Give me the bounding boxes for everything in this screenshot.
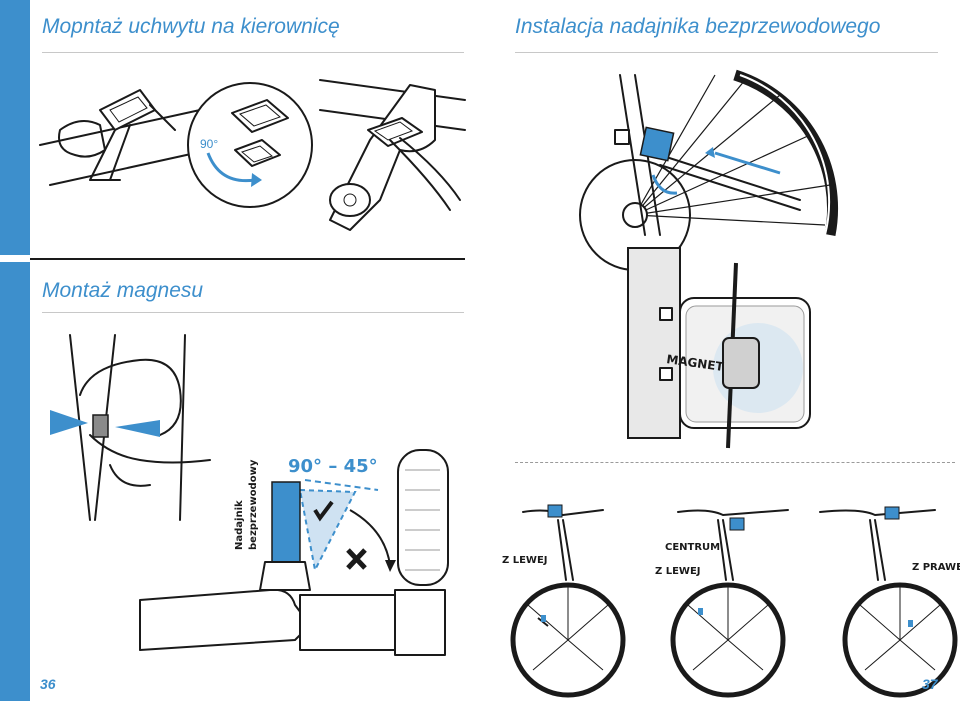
- sidebar-accent-top: [0, 0, 30, 255]
- heading-magnet-mount: Montaż magnesu: [42, 279, 204, 302]
- position-left-label: Z LEWEJ: [502, 555, 548, 566]
- arrow-icon: [115, 420, 160, 437]
- transmitter-label-line2: bezprzewodowy: [248, 459, 259, 550]
- transmitter-angle-illustration: 90° – 45° Nadajnik bezprzewodowy: [139, 449, 449, 656]
- heading-rule: [42, 312, 464, 313]
- section-divider: [30, 258, 465, 260]
- bike-center-illustration: [670, 509, 789, 698]
- page-number-right: 37: [922, 676, 938, 692]
- bike-right-illustration: [819, 506, 958, 698]
- arrow-icon: [251, 173, 262, 187]
- arrow-icon: [50, 410, 88, 435]
- transmitter-label-line1: Nadajnik: [234, 500, 245, 550]
- check-icon: [313, 500, 334, 522]
- arrow-icon: [705, 147, 715, 158]
- rotation-label: 90°: [200, 137, 218, 151]
- magnet-spoke-illustration: [50, 334, 211, 521]
- heading-transmitter-install: Instalacja nadajnika bezprzewodowego: [515, 15, 881, 38]
- position-center-label: CENTRUM: [665, 542, 721, 553]
- handlebar-mount-illustration: 90°: [39, 79, 466, 231]
- position-right-label: Z PRAWEJ: [912, 562, 960, 573]
- heading-handlebar-mount: Mopntaż uchwytu na kierownicę: [42, 15, 340, 38]
- heading-rule: [42, 52, 464, 53]
- angle-label: 90° – 45°: [288, 456, 378, 477]
- magnet-closeup-illustration: MAGNET: [627, 247, 811, 449]
- page-number-left: 36: [40, 676, 56, 692]
- heading-rule: [515, 52, 938, 53]
- position-center-left-label: Z LEWEJ: [655, 566, 701, 577]
- dashed-separator: [515, 462, 955, 463]
- sidebar-accent-bottom: [0, 262, 30, 701]
- cross-icon: [346, 548, 367, 570]
- wheel-transmitter-illustration: [579, 69, 839, 271]
- bike-left-illustration: [510, 504, 626, 698]
